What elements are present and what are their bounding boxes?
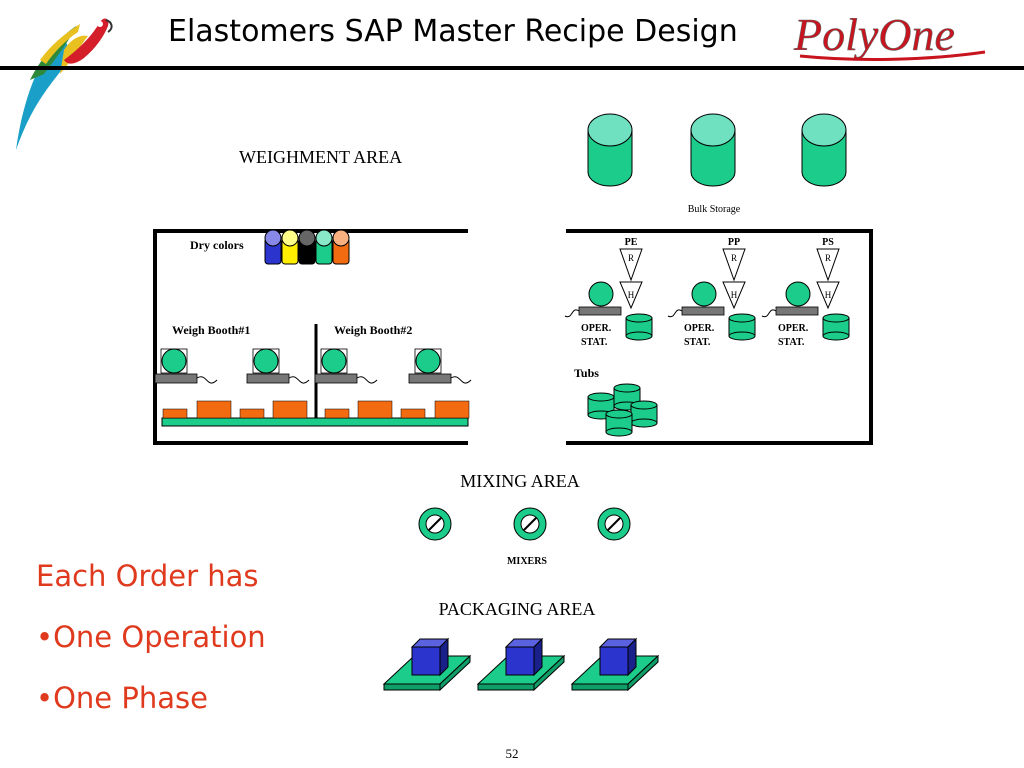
logo-text: PolyOne <box>793 9 955 60</box>
polyone-logo: PolyOne <box>793 9 986 61</box>
hopper-material-label: PE <box>625 237 638 248</box>
bulk-storage-label: Bulk Storage <box>688 204 741 215</box>
scale-icon <box>246 348 310 384</box>
bullet-item: •One Operation <box>36 620 266 654</box>
weighment-area-label: WEIGHMENT AREA <box>239 147 402 167</box>
packaging-stations <box>382 637 660 692</box>
hopper-r-label: R <box>825 253 831 263</box>
oper-label: OPER. <box>684 323 715 334</box>
mixer-icon <box>513 507 547 541</box>
packaging-area-label: PACKAGING AREA <box>439 599 596 619</box>
packaging-station <box>570 637 660 692</box>
page-number: 52 <box>505 746 519 761</box>
dry-color-canisters <box>264 229 350 265</box>
hopper-station: PP R H OPER. STAT. <box>667 237 756 348</box>
hopper-station: PS R H OPER. STAT. <box>761 237 850 348</box>
oper-label: OPER. <box>778 323 809 334</box>
hopper-material-label: PS <box>822 237 834 248</box>
scale-icon <box>154 348 218 384</box>
hopper-material-label: PP <box>728 237 740 248</box>
hopper-r-label: R <box>731 253 737 263</box>
slide-title: Elastomers SAP Master Recipe Design <box>168 14 738 49</box>
mixer-icon <box>597 507 631 541</box>
oper-label: OPER. <box>581 323 612 334</box>
stat-label: STAT. <box>581 337 608 348</box>
tubs-icon <box>587 383 658 437</box>
bullet-list: Each Order has •One Operation •One Phase <box>36 546 266 729</box>
bulk-storage-silos <box>587 113 847 187</box>
dry-colors-label: Dry colors <box>190 238 244 252</box>
bullet-heading: Each Order has <box>36 559 259 593</box>
hopper-r-label: R <box>628 253 634 263</box>
scale-icon <box>408 348 472 384</box>
hopper-h-label: H <box>731 290 738 300</box>
mixer-icon <box>418 507 452 541</box>
hopper-stations: PE R H OPER. STAT. PP R H OPER. STAT. PS R H OPER. STA… <box>564 237 850 348</box>
stat-label: STAT. <box>778 337 805 348</box>
hopper-station-enclosure <box>566 229 873 445</box>
silo-icon <box>587 113 633 187</box>
weigh-booth-2-label: Weigh Booth#2 <box>334 323 412 337</box>
mixing-area-label: MIXING AREA <box>460 471 580 491</box>
packaging-station <box>382 637 472 692</box>
silo-icon <box>801 113 847 187</box>
weigh-booth-1-label: Weigh Booth#1 <box>172 323 250 337</box>
conveyor <box>161 400 470 427</box>
hopper-h-label: H <box>825 290 832 300</box>
title-divider <box>0 66 1024 70</box>
mixer-icons <box>418 507 631 541</box>
hopper-station: PE R H OPER. STAT. <box>564 237 653 348</box>
scale-icons <box>154 348 472 384</box>
stat-label: STAT. <box>684 337 711 348</box>
mixers-label: MIXERS <box>507 556 547 567</box>
silo-icon <box>690 113 736 187</box>
packaging-station <box>476 637 566 692</box>
tubs-label: Tubs <box>574 366 599 380</box>
hopper-h-label: H <box>628 290 635 300</box>
bullet-item: •One Phase <box>36 681 208 715</box>
parrot-illustration <box>16 18 113 150</box>
scale-icon <box>314 348 378 384</box>
